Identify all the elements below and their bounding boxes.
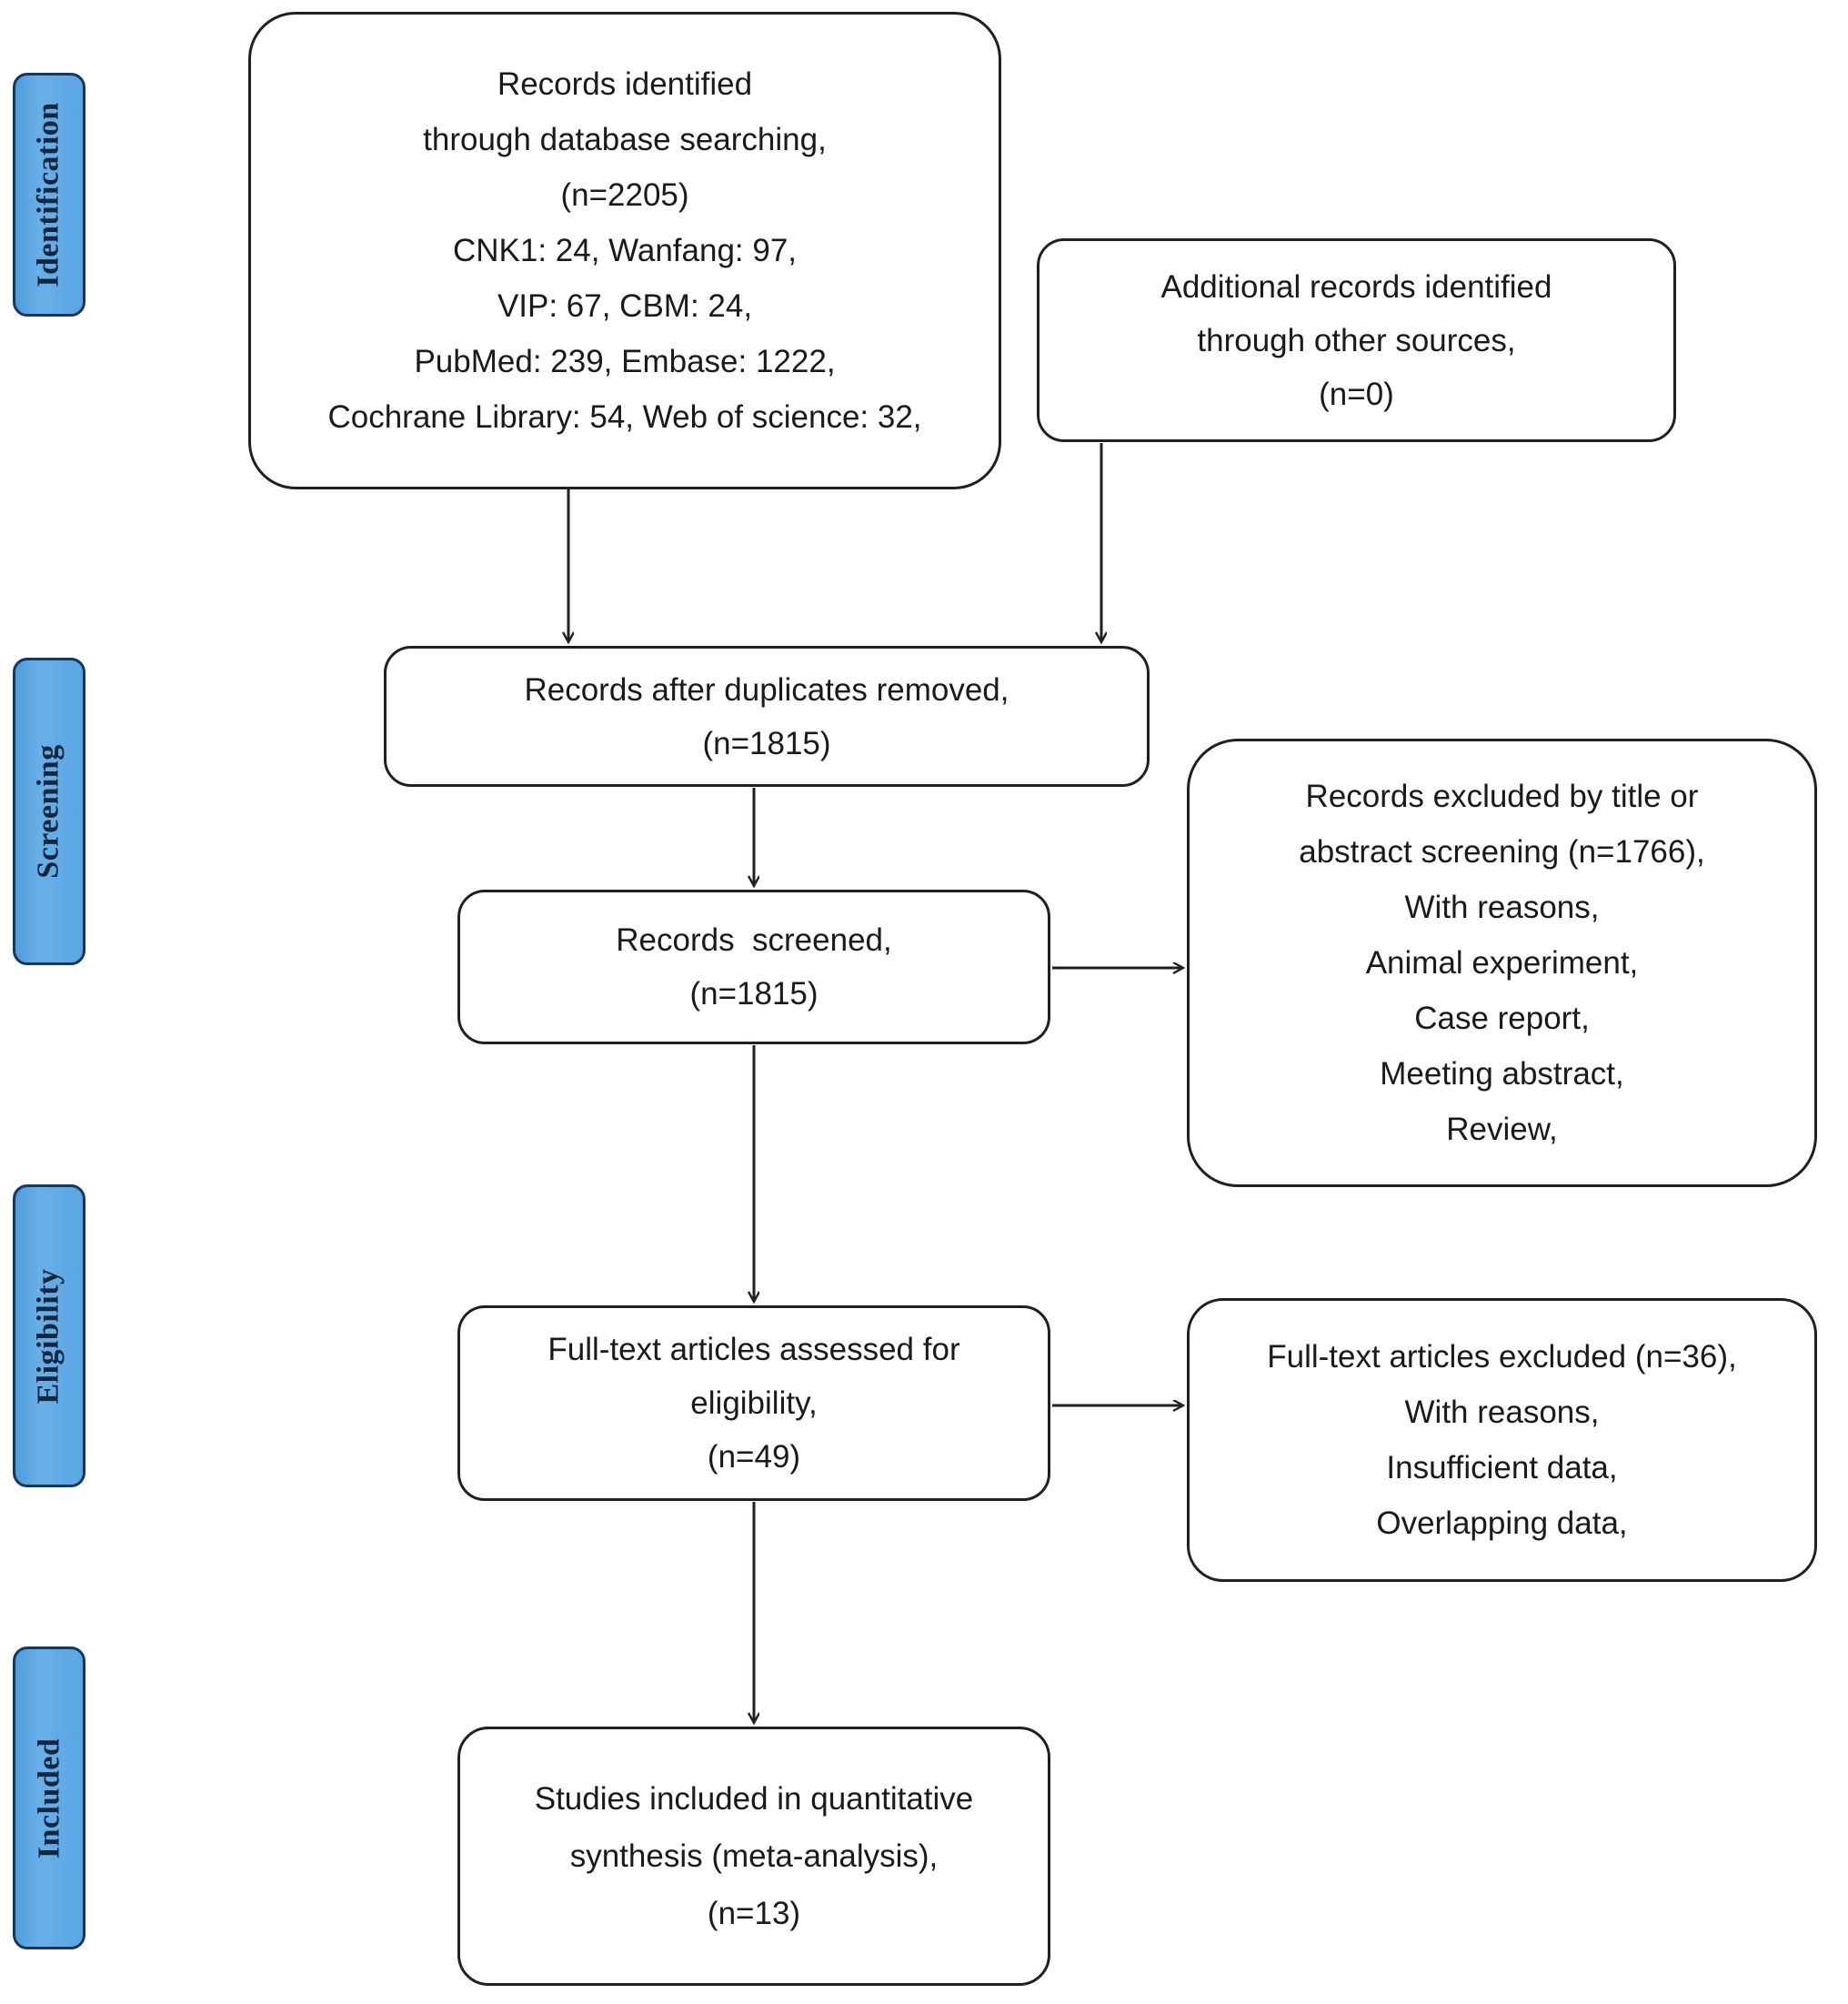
stage-bar-identification: Identification [13, 73, 85, 317]
box-records-screened: Records screened, (n=1815) [457, 890, 1050, 1044]
stage-bar-included: Included [13, 1647, 85, 1949]
box-records-excluded-screening: Records excluded by title or abstract sc… [1187, 739, 1817, 1187]
box-line: Studies included in quantitative [534, 1781, 974, 1817]
box-line: Case report, [1414, 1001, 1590, 1036]
box-full-text-assessed: Full-text articles assessed for eligibil… [457, 1305, 1050, 1501]
box-line: synthesis (meta-analysis), [569, 1838, 939, 1874]
box-line: VIP: 67, CBM: 24, [497, 288, 753, 324]
box-line: (n=1815) [702, 725, 831, 761]
stage-bar-screening: Screening [13, 658, 85, 965]
box-records-after-duplicates-removed: Records after duplicates removed, (n=181… [384, 646, 1150, 787]
box-line: Records after duplicates removed, [524, 671, 1009, 708]
box-line: (n=0) [1319, 376, 1394, 412]
stage-label-eligibility: Eligibility [32, 1267, 65, 1405]
stage-bar-eligibility: Eligibility [13, 1184, 85, 1487]
box-line: (n=1815) [689, 976, 819, 1012]
box-line: (n=2205) [560, 177, 689, 213]
box-line: With reasons, [1404, 1395, 1600, 1430]
box-line: PubMed: 239, Embase: 1222, [414, 344, 836, 379]
box-line: through other sources, [1197, 322, 1516, 358]
box-line: Additional records identified [1160, 268, 1552, 305]
box-line: through database searching, [423, 122, 827, 157]
stage-label-identification: Identification [32, 102, 66, 287]
box-line: Overlapping data, [1376, 1506, 1628, 1541]
box-additional-records: Additional records identified through ot… [1037, 238, 1676, 442]
stage-label-screening: Screening [32, 744, 65, 879]
box-full-text-excluded: Full-text articles excluded (n=36), With… [1187, 1298, 1817, 1582]
box-line: CNK1: 24, Wanfang: 97, [452, 233, 798, 268]
box-line: Insufficient data, [1386, 1450, 1618, 1485]
box-line: (n=49) [707, 1439, 801, 1475]
box-records-identified: Records identified through database sear… [248, 12, 1001, 489]
stage-label-included: Included [32, 1737, 65, 1858]
box-line: With reasons, [1404, 890, 1600, 925]
box-line: Meeting abstract, [1380, 1056, 1624, 1092]
box-line: Records excluded by title or [1305, 779, 1699, 814]
box-line: Cochrane Library: 54, Web of science: 32… [327, 399, 922, 435]
box-line: (n=13) [707, 1896, 801, 1931]
box-line: Full-text articles assessed for [547, 1332, 960, 1367]
box-line: Records identified [497, 66, 753, 102]
box-line: Full-text articles excluded (n=36), [1267, 1339, 1737, 1375]
box-line: Records screened, [616, 922, 892, 958]
box-line: Animal experiment, [1365, 945, 1639, 981]
box-line: eligibility, [690, 1385, 818, 1421]
box-line: Review, [1446, 1112, 1558, 1147]
box-studies-included: Studies included in quantitative synthes… [457, 1727, 1050, 1986]
box-line: abstract screening (n=1766), [1299, 834, 1705, 870]
